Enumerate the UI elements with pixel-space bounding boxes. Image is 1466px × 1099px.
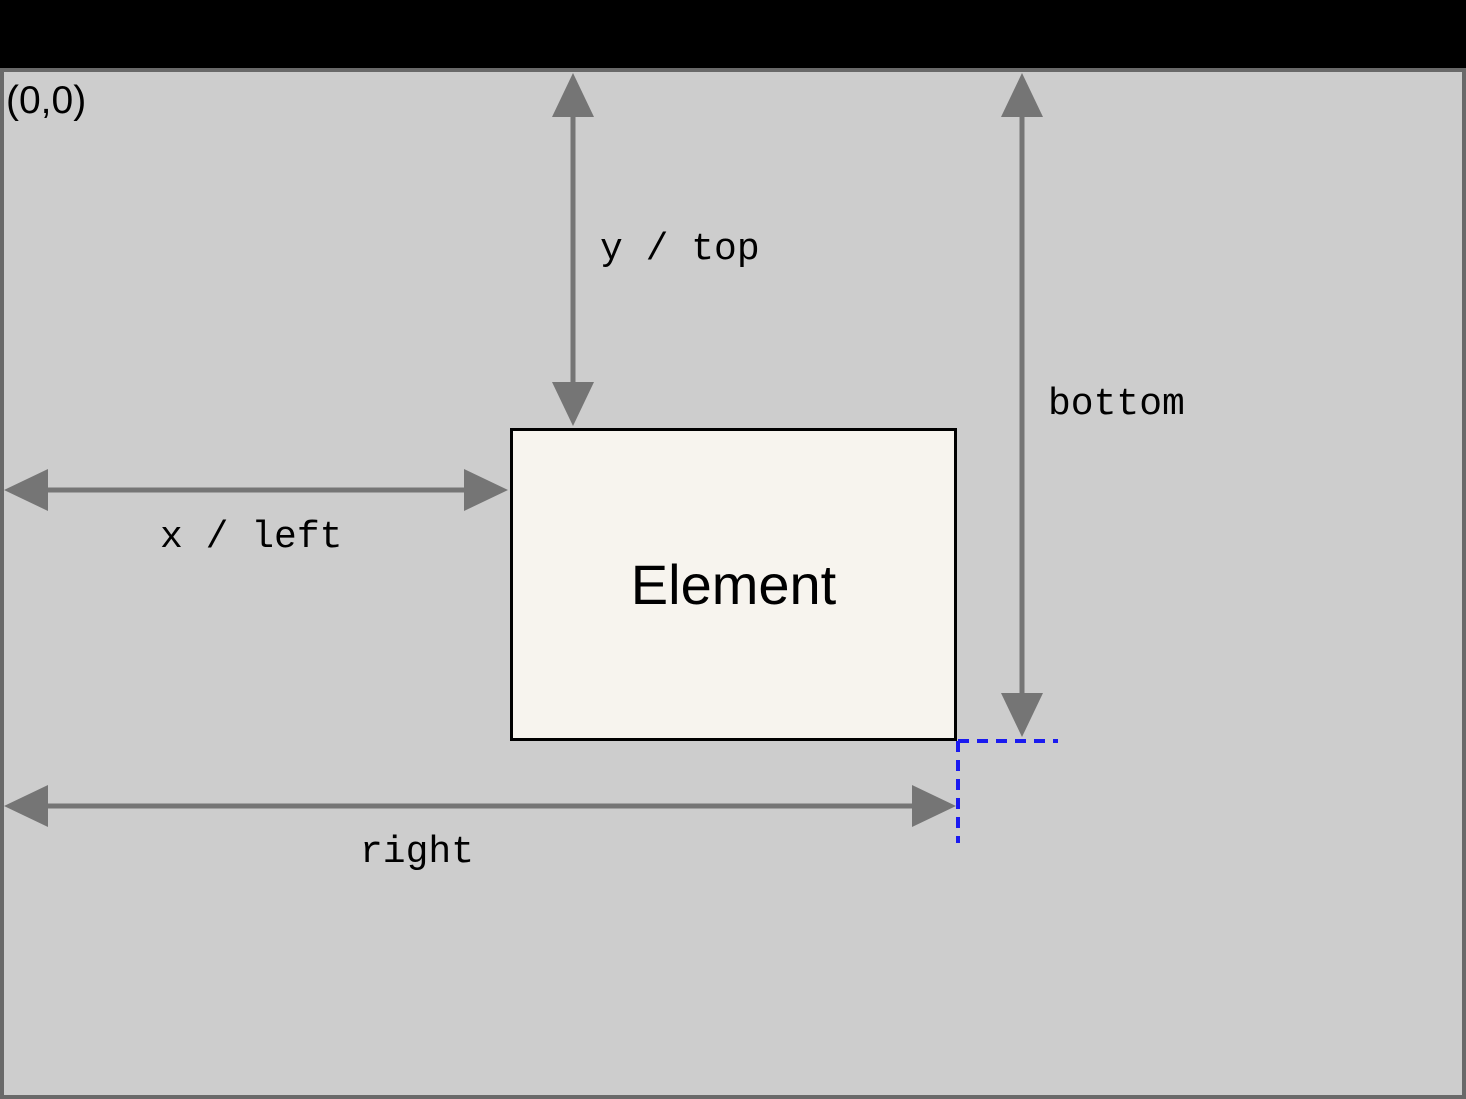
right-arrowhead-left-icon xyxy=(4,785,48,827)
x-left-measurement-label: x / left xyxy=(160,516,343,559)
y-top-arrowhead-up-icon xyxy=(552,73,594,117)
right-arrowhead-right-icon xyxy=(912,785,956,827)
corner-guide-lines xyxy=(956,739,1058,843)
bottom-arrow xyxy=(1001,73,1043,737)
y-top-arrow xyxy=(552,73,594,426)
bottom-measurement-label: bottom xyxy=(1048,383,1185,426)
right-arrow xyxy=(4,785,956,827)
x-left-arrowhead-left-icon xyxy=(4,469,48,511)
element-box: Element xyxy=(510,428,957,741)
bottom-arrowhead-up-icon xyxy=(1001,73,1043,117)
x-left-arrow xyxy=(4,469,508,511)
right-measurement-label: right xyxy=(360,831,475,874)
y-top-measurement-label: y / top xyxy=(600,228,760,271)
x-left-arrowhead-right-icon xyxy=(464,469,508,511)
bottom-arrowhead-down-icon xyxy=(1001,693,1043,737)
y-top-arrowhead-down-icon xyxy=(552,382,594,426)
element-label: Element xyxy=(630,553,837,616)
origin-coordinate-label: (0,0) xyxy=(6,79,87,122)
